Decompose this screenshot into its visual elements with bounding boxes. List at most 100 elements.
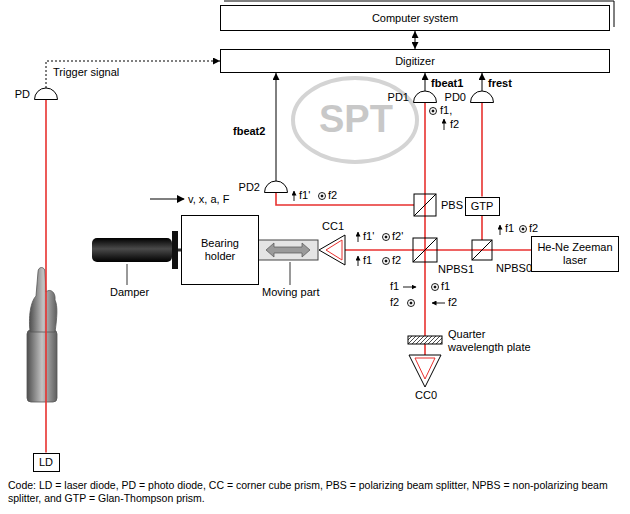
signal-label: fbeat2 <box>232 125 266 138</box>
polarization-symbol <box>410 302 412 304</box>
hand-figure <box>29 268 56 333</box>
prism-box: GTP <box>465 197 500 216</box>
beam-splitter <box>472 240 492 260</box>
polarization-symbol <box>444 119 445 130</box>
part-name: Damper <box>110 286 149 299</box>
part-name: CC1 <box>322 220 344 233</box>
beam-splitter <box>472 240 492 260</box>
polarization-symbol <box>408 300 415 307</box>
polarization-symbol <box>383 234 390 241</box>
frequency-label: f2 <box>390 296 399 309</box>
signal-line <box>276 73 277 181</box>
hand-figure <box>27 330 57 402</box>
photodiode-symbol <box>413 91 437 103</box>
quarter-wave-plate <box>408 336 442 344</box>
photodiode-name: PD0 <box>445 91 466 104</box>
signal-label: Trigger signal <box>52 66 120 79</box>
frequency-label: f2 <box>328 189 337 202</box>
polarization-symbol <box>434 286 436 288</box>
part-name: NPBS1 <box>438 263 474 276</box>
photodiode: PD1 <box>413 91 437 103</box>
beam-splitter <box>413 238 437 262</box>
leader-line <box>127 264 128 285</box>
laser-beam <box>276 103 560 355</box>
photodiode-symbol <box>34 88 58 100</box>
moving-part <box>266 243 310 257</box>
leader-line <box>290 262 291 285</box>
moving-part <box>258 240 318 260</box>
signal-label: fbeat1 <box>430 77 464 90</box>
corner-cube-prism <box>326 240 342 260</box>
polarization-symbol <box>358 256 359 266</box>
frequency-label: f1 <box>390 280 399 293</box>
frequency-label: f2 <box>392 254 401 267</box>
corner-cube-prism <box>415 358 435 379</box>
photodiode-symbol <box>414 91 437 103</box>
polarization-symbol <box>430 108 437 115</box>
polarization-symbol <box>385 260 387 262</box>
laser-beam <box>276 193 414 205</box>
part-name: Quarter wavelength plate <box>448 328 540 354</box>
polarization-symbol <box>432 110 434 112</box>
corner-cube-prism <box>319 235 441 387</box>
box-label: He-Ne Zeeman laser <box>536 241 614 267</box>
photodiode: PD0 <box>470 91 494 103</box>
photodiode-symbol <box>265 181 288 193</box>
polarization-symbol <box>321 195 323 197</box>
laser-beam <box>345 249 560 251</box>
watermark-oval <box>293 78 417 162</box>
polarization-symbol <box>432 284 439 291</box>
damper <box>92 238 172 262</box>
polarization-symbol <box>385 236 387 238</box>
part-name: PBS <box>441 199 463 212</box>
beam-splitter <box>414 194 436 216</box>
polarization-symbol <box>432 303 445 304</box>
signal-line <box>425 73 426 91</box>
polarization-symbol <box>520 226 527 233</box>
box-label: Digitizer <box>395 55 435 68</box>
polarization-symbol <box>319 193 326 200</box>
caption: Code: LD = laser diode, PD = photo diode… <box>8 479 622 505</box>
corner-cube-prism <box>409 355 441 387</box>
signal-label: frest <box>487 77 513 90</box>
damper <box>92 231 182 269</box>
part-name: Moving part <box>262 286 319 299</box>
photodiode-symbol <box>264 181 288 193</box>
laser-box: He-Ne Zeeman laser <box>531 236 619 272</box>
watermark-oval <box>293 78 417 162</box>
box-label: GTP <box>471 200 494 213</box>
corner-cube-prism <box>319 235 345 265</box>
data-link <box>415 31 416 49</box>
motion-label: v, x, a, F <box>188 193 229 206</box>
frequency-label: f1' <box>299 189 310 202</box>
laser-diode-box: LD <box>33 453 60 472</box>
trigger-line <box>46 61 220 88</box>
laser-beam <box>481 103 483 197</box>
signal-line <box>482 73 483 91</box>
polarization-symbol <box>358 232 359 242</box>
box-label: Computer system <box>372 12 458 25</box>
quarter-wave-plate <box>408 336 442 344</box>
photodiode-symbol <box>470 91 494 103</box>
polarization-symbol <box>500 225 501 235</box>
part-name: NPBS0 <box>496 262 532 275</box>
box-label: LD <box>39 456 53 469</box>
damper <box>172 231 178 269</box>
hand-figure <box>27 268 57 403</box>
photodiode-symbol <box>471 91 494 103</box>
photodiode-name: PD <box>15 88 30 101</box>
frequency-label: f1 <box>505 222 514 235</box>
frequency-label: f1, <box>440 104 452 117</box>
photodiode: PD <box>34 88 58 100</box>
motion-arrow <box>150 199 184 200</box>
frequency-label: f1 <box>363 254 372 267</box>
motion-arrow <box>150 198 184 199</box>
bearing-holder-box: Bearing holder <box>181 215 259 285</box>
polarization-symbol <box>522 228 524 230</box>
digitizer-box: Digitizer <box>220 49 610 73</box>
frequency-label: f2 <box>448 296 457 309</box>
laser-beam <box>45 100 47 453</box>
box-label: Bearing holder <box>186 237 254 263</box>
moving-part <box>258 240 318 260</box>
